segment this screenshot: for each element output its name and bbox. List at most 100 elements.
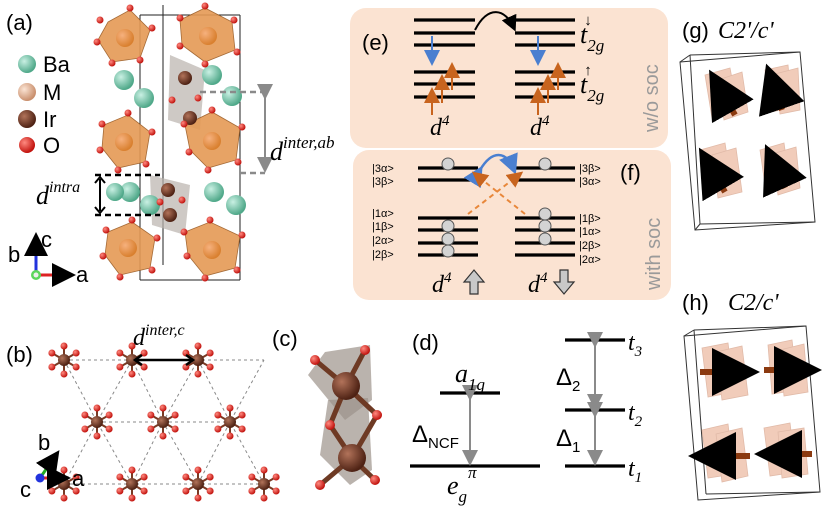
o-atom xyxy=(206,349,214,357)
ir-atom xyxy=(58,478,70,490)
o-atom xyxy=(248,487,256,495)
panel-g: (g) C2'/c' xyxy=(679,18,816,231)
o-atom xyxy=(140,487,148,495)
ir-atom-icon xyxy=(18,110,36,128)
ir-atom xyxy=(157,416,169,428)
ir-site-b xyxy=(248,466,280,502)
panel-b-label: (b) xyxy=(6,342,33,367)
panel-h-title: C2/c' xyxy=(728,290,779,316)
o-atom xyxy=(116,473,124,481)
axis-a-label: a xyxy=(76,262,89,287)
o-atom xyxy=(260,466,268,474)
legend-ba: Ba xyxy=(18,52,71,77)
ir-atom xyxy=(91,416,103,428)
d-inter-ab-marker: dinter,ab xyxy=(200,84,334,175)
m-atom-icon xyxy=(18,83,36,101)
o-atom xyxy=(194,466,202,474)
o-atom xyxy=(60,466,68,474)
panel-d-label: (d) xyxy=(412,330,439,355)
svg-text:|2α>: |2α> xyxy=(372,235,394,247)
ir-site-b xyxy=(48,342,80,378)
svg-text:|2β>: |2β> xyxy=(579,240,601,252)
delta1-label: Δ1 xyxy=(556,425,580,456)
ir-atom xyxy=(126,354,138,366)
o-atom xyxy=(93,432,101,440)
ir-atom xyxy=(58,354,70,366)
ir-site-b xyxy=(147,404,179,440)
ir-site-b xyxy=(81,404,113,440)
o-atom xyxy=(116,349,124,357)
o-atom xyxy=(272,487,280,495)
o-atom xyxy=(159,404,167,412)
o-atom xyxy=(60,342,68,350)
d4-right-f: d4 xyxy=(528,270,548,298)
left-state-labels: |3α> |3β> |1α> |1β> |2α> |2β> xyxy=(372,163,394,261)
legend-ir: Ir xyxy=(18,107,56,132)
d-intra-marker: dintra xyxy=(36,173,160,217)
ba-atom-icon xyxy=(18,55,36,73)
o-atom xyxy=(147,411,155,419)
svg-text:|1β>: |1β> xyxy=(372,221,394,233)
o-atom xyxy=(72,487,80,495)
o-atom xyxy=(116,363,124,371)
t2g-down-label: t2g↓ xyxy=(580,13,604,55)
delta2-label: Δ2 xyxy=(556,364,580,395)
ir-honeycomb-b xyxy=(48,342,280,502)
svg-text:|3β>: |3β> xyxy=(372,176,394,188)
legend-m-label: M xyxy=(43,80,61,105)
panel-c-label: (c) xyxy=(272,326,298,351)
ir-site-b xyxy=(116,466,148,502)
o-atom xyxy=(214,425,222,433)
d-intra-label: dintra xyxy=(36,179,80,210)
d4-left-f: d4 xyxy=(432,270,452,298)
svg-text:|2α>: |2α> xyxy=(579,254,601,266)
panel-b: (b) dinter,c b c a xyxy=(6,322,280,502)
o-atom xyxy=(226,432,234,440)
o-atom xyxy=(159,432,167,440)
o-atom xyxy=(147,425,155,433)
o-atom xyxy=(105,425,113,433)
o-atom xyxy=(194,494,202,502)
axis-b-label: b xyxy=(8,242,20,267)
panel-c: (c) xyxy=(272,326,382,490)
svg-text:|1α>: |1α> xyxy=(579,226,601,238)
o-atom xyxy=(93,404,101,412)
legend-ba-label: Ba xyxy=(43,52,71,77)
o-atom xyxy=(194,370,202,378)
panel-h-label: (h) xyxy=(682,290,709,315)
panel-a-label: (a) xyxy=(6,10,33,35)
o-atom xyxy=(238,425,246,433)
o-atom xyxy=(105,411,113,419)
ir-atom-c-top xyxy=(332,372,360,400)
d-inter-c-marker: dinter,c xyxy=(132,322,196,367)
legend-ir-label: Ir xyxy=(43,107,56,132)
o-atom xyxy=(81,425,89,433)
o-atom xyxy=(260,494,268,502)
axis-c-label-bottom: c xyxy=(20,477,31,502)
panel-h: (h) C2/c' xyxy=(682,290,822,501)
o-atom xyxy=(182,487,190,495)
o-atom xyxy=(226,404,234,412)
panel-e-background xyxy=(350,8,668,148)
panel-e-label: (e) xyxy=(362,30,389,55)
o-atom xyxy=(140,349,148,357)
axis-b-label-bottom: b xyxy=(38,430,50,455)
panel-g-label: (g) xyxy=(682,18,709,43)
svg-text:|1β>: |1β> xyxy=(579,213,601,225)
o-atom xyxy=(48,487,56,495)
o-atom xyxy=(48,349,56,357)
ir-atom xyxy=(224,416,236,428)
o-atom xyxy=(182,473,190,481)
legend-o: O xyxy=(19,133,60,158)
d-inter-ab-label: dinter,ab xyxy=(270,133,334,166)
ir-atom xyxy=(258,478,270,490)
o-atom xyxy=(248,473,256,481)
spin-down-arrow-icon xyxy=(552,269,576,295)
o-atom xyxy=(72,473,80,481)
o-atom xyxy=(128,370,136,378)
o-atom xyxy=(116,487,124,495)
o-atom xyxy=(214,411,222,419)
o-atom xyxy=(206,473,214,481)
o-atom xyxy=(60,494,68,502)
